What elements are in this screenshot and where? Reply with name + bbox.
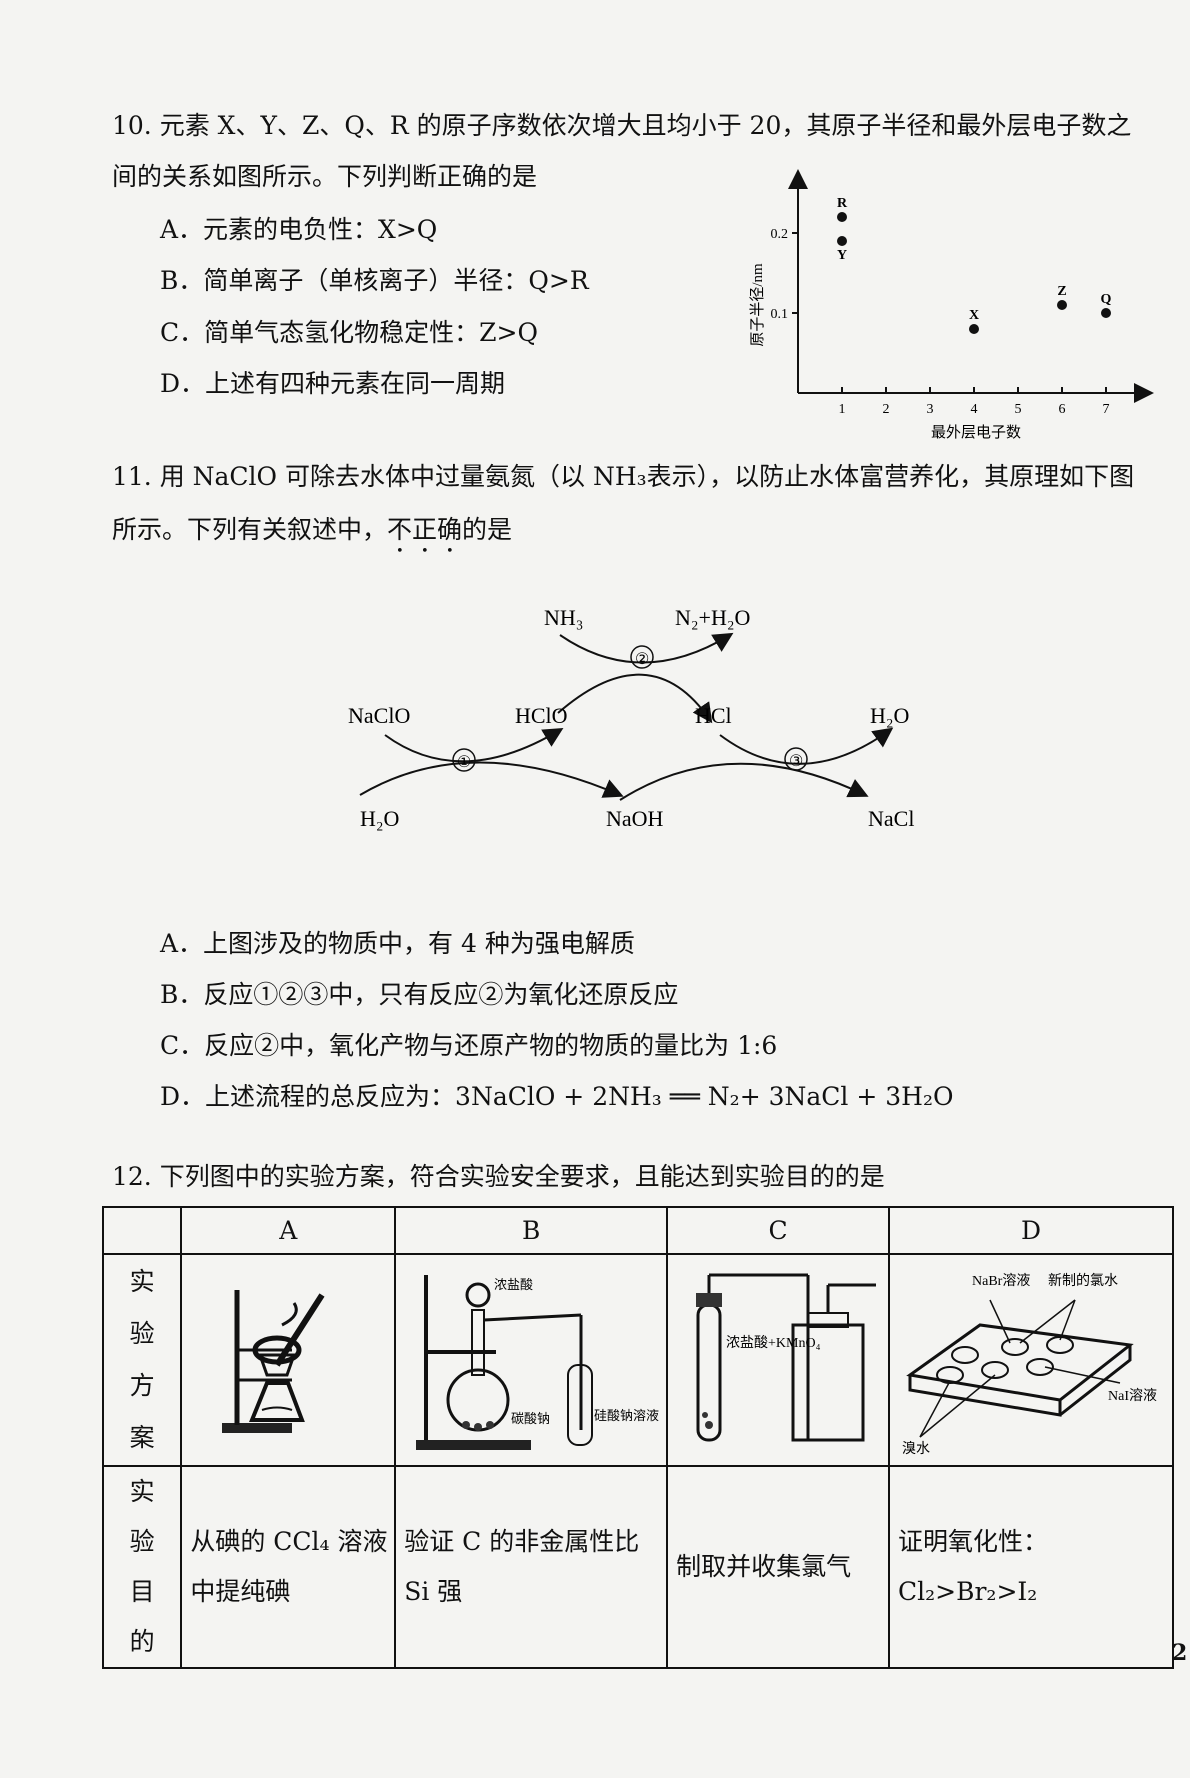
q10-option-c: C．简单气态氢化物稳定性：Z>Q bbox=[160, 318, 538, 347]
x-tick-label: 7 bbox=[1103, 402, 1110, 417]
label-reagents: 浓盐酸+KMnO₄ bbox=[726, 1335, 821, 1351]
label-sodium-carbonate: 碳酸钠 bbox=[511, 1411, 550, 1426]
q10-stem-line2: 间的关系如图所示。下列判断正确的是 bbox=[112, 162, 538, 191]
species-naclo: NaClO bbox=[348, 703, 410, 728]
label-nabr-solution: NaBr溶液 bbox=[972, 1273, 1030, 1289]
x-axis-label: 最外层电子数 bbox=[931, 424, 1021, 441]
q11-option-b: B．反应①②③中，只有反应②为氧化还原反应 bbox=[160, 980, 679, 1009]
step3-label: ③ bbox=[789, 753, 803, 770]
x-tick-label: 4 bbox=[971, 402, 978, 417]
arrow-step2-main bbox=[557, 673, 713, 724]
apparatus-c-chlorine: 浓盐酸+KMnO₄ bbox=[696, 1273, 877, 1442]
label-chlorine-water: 新制的氯水 bbox=[1048, 1273, 1118, 1289]
scheme-a bbox=[180, 1253, 397, 1467]
goal-c: 制取并收集氯气 bbox=[666, 1465, 890, 1669]
scheme-c: 浓盐酸+KMnO₄ bbox=[666, 1253, 890, 1467]
goal-a: 从碘的 CCl₄ 溶液中提纯碘 bbox=[180, 1465, 397, 1669]
q11-stem-part-end: 的是 bbox=[462, 515, 513, 544]
scheme-b: 浓盐酸 碳酸钠 硅酸钠溶液 bbox=[394, 1253, 669, 1467]
x-tick-label: 6 bbox=[1059, 402, 1066, 417]
species-nacl: NaCl bbox=[868, 806, 914, 831]
q11-stem-emphasis: 不正确 bbox=[387, 515, 463, 544]
step1-label: ① bbox=[457, 754, 471, 771]
q11-stem-line1: 11. 用 NaClO 可除去水体中过量氨氮（以 NH₃表示），以防止水体富营养… bbox=[112, 462, 1135, 491]
data-point-y bbox=[837, 236, 847, 246]
q11-stem-line2: 所示。下列有关叙述中，不正确的是 bbox=[112, 510, 512, 559]
data-point-r bbox=[837, 212, 847, 222]
row-label-scheme: 实验方案 bbox=[101, 1253, 183, 1467]
step3-marker bbox=[784, 747, 808, 771]
step2-marker bbox=[630, 645, 654, 669]
data-point-q bbox=[1101, 308, 1111, 318]
goal-d: 证明氧化性：Cl₂>Br₂>I₂ bbox=[888, 1465, 1174, 1669]
x-tick-label: 1 bbox=[839, 402, 846, 417]
data-point-label: Y bbox=[837, 248, 847, 263]
q12-experiment-table: A B C D 实验方案 bbox=[101, 1206, 1174, 1669]
y-tick-label: 0.2 bbox=[771, 227, 789, 242]
q10-option-d: D．上述有四种元素在同一周期 bbox=[160, 369, 506, 398]
y-tick-label: 0.1 bbox=[771, 307, 789, 322]
x-tick-label: 2 bbox=[883, 402, 890, 417]
data-point-label: Q bbox=[1101, 292, 1112, 307]
page-number: 2 bbox=[1172, 1640, 1188, 1666]
arrow-step1-top bbox=[384, 727, 564, 763]
data-point-x bbox=[969, 324, 979, 334]
label-conc-hcl: 浓盐酸 bbox=[494, 1277, 533, 1292]
y-axis-label: 原子半径/nm bbox=[749, 263, 766, 347]
data-point-label: Z bbox=[1057, 284, 1066, 299]
species-hcl: HCl bbox=[695, 703, 732, 728]
scheme-d: NaBr溶液 新制的氯水 NaI溶液 溴水 bbox=[888, 1253, 1174, 1467]
row-label-goal: 实验目的 bbox=[101, 1465, 183, 1669]
apparatus-b-acid-strength: 浓盐酸 碳酸钠 硅酸钠溶液 bbox=[416, 1275, 659, 1450]
q11-reaction-diagram: NH₃ N₂+H₂O ② NaClO HClO HCl H₂O ① ③ H₂O … bbox=[348, 605, 914, 831]
arrow-step3-bottom bbox=[619, 762, 869, 801]
arrow-step1-bottom bbox=[359, 761, 624, 798]
data-point-label: X bbox=[969, 308, 979, 323]
q10-option-a: A．元素的电负性：X>Q bbox=[160, 215, 438, 244]
q10-scatter-chart: 1 2 3 4 5 6 7 0.1 0.2 R Y X Z Q 原子半径/nm 最外层电子数 bbox=[749, 169, 1154, 441]
header-d: D bbox=[888, 1206, 1174, 1255]
label-bromine-water: 溴水 bbox=[902, 1441, 930, 1457]
header-c: C bbox=[666, 1206, 890, 1255]
step2-label: ② bbox=[635, 651, 649, 668]
header-b: B bbox=[394, 1206, 669, 1255]
species-naoh: NaOH bbox=[606, 806, 664, 831]
goal-b: 验证 C 的非金属性比 Si 强 bbox=[394, 1465, 669, 1669]
species-nh3: NH₃ bbox=[544, 605, 583, 630]
q12-stem: 12. 下列图中的实验方案，符合实验安全要求，且能达到实验目的的是 bbox=[112, 1162, 885, 1191]
species-h2o-right: H₂O bbox=[870, 703, 909, 728]
q11-option-d: D．上述流程的总反应为：3NaClO + 2NH₃ ══ N₂+ 3NaCl +… bbox=[160, 1082, 954, 1111]
header-a: A bbox=[180, 1206, 397, 1255]
q11-option-a: A．上图涉及的物质中，有 4 种为强电解质 bbox=[160, 929, 635, 958]
x-tick-label: 5 bbox=[1015, 402, 1022, 417]
label-sodium-silicate: 硅酸钠溶液 bbox=[594, 1408, 659, 1423]
arrow-step2-top bbox=[559, 632, 734, 664]
species-n2-h2o: N₂+H₂O bbox=[675, 605, 750, 630]
arrow-step3-top bbox=[719, 727, 894, 765]
data-point-label: R bbox=[837, 196, 848, 211]
apparatus-a-sublimation bbox=[222, 1290, 325, 1433]
label-nai-solution: NaI溶液 bbox=[1108, 1388, 1157, 1404]
q10-stem-line1: 10. 元素 X、Y、Z、Q、R 的原子序数依次增大且均小于 20，其原子半径和… bbox=[112, 111, 1132, 140]
species-hclo: HClO bbox=[515, 703, 568, 728]
data-point-z bbox=[1057, 300, 1067, 310]
q11-stem-part: 所示。下列有关叙述中， bbox=[112, 515, 388, 544]
apparatus-d-spot-plate: NaBr溶液 新制的氯水 NaI溶液 溴水 bbox=[902, 1273, 1157, 1457]
species-h2o-left: H₂O bbox=[360, 806, 399, 831]
table-corner bbox=[101, 1206, 183, 1255]
x-tick-label: 3 bbox=[927, 402, 934, 417]
q11-option-c: C．反应②中，氧化产物与还原产物的物质的量比为 1:6 bbox=[160, 1031, 778, 1060]
q10-option-b: B．简单离子（单核离子）半径：Q>R bbox=[160, 266, 589, 295]
step1-marker bbox=[452, 748, 476, 772]
